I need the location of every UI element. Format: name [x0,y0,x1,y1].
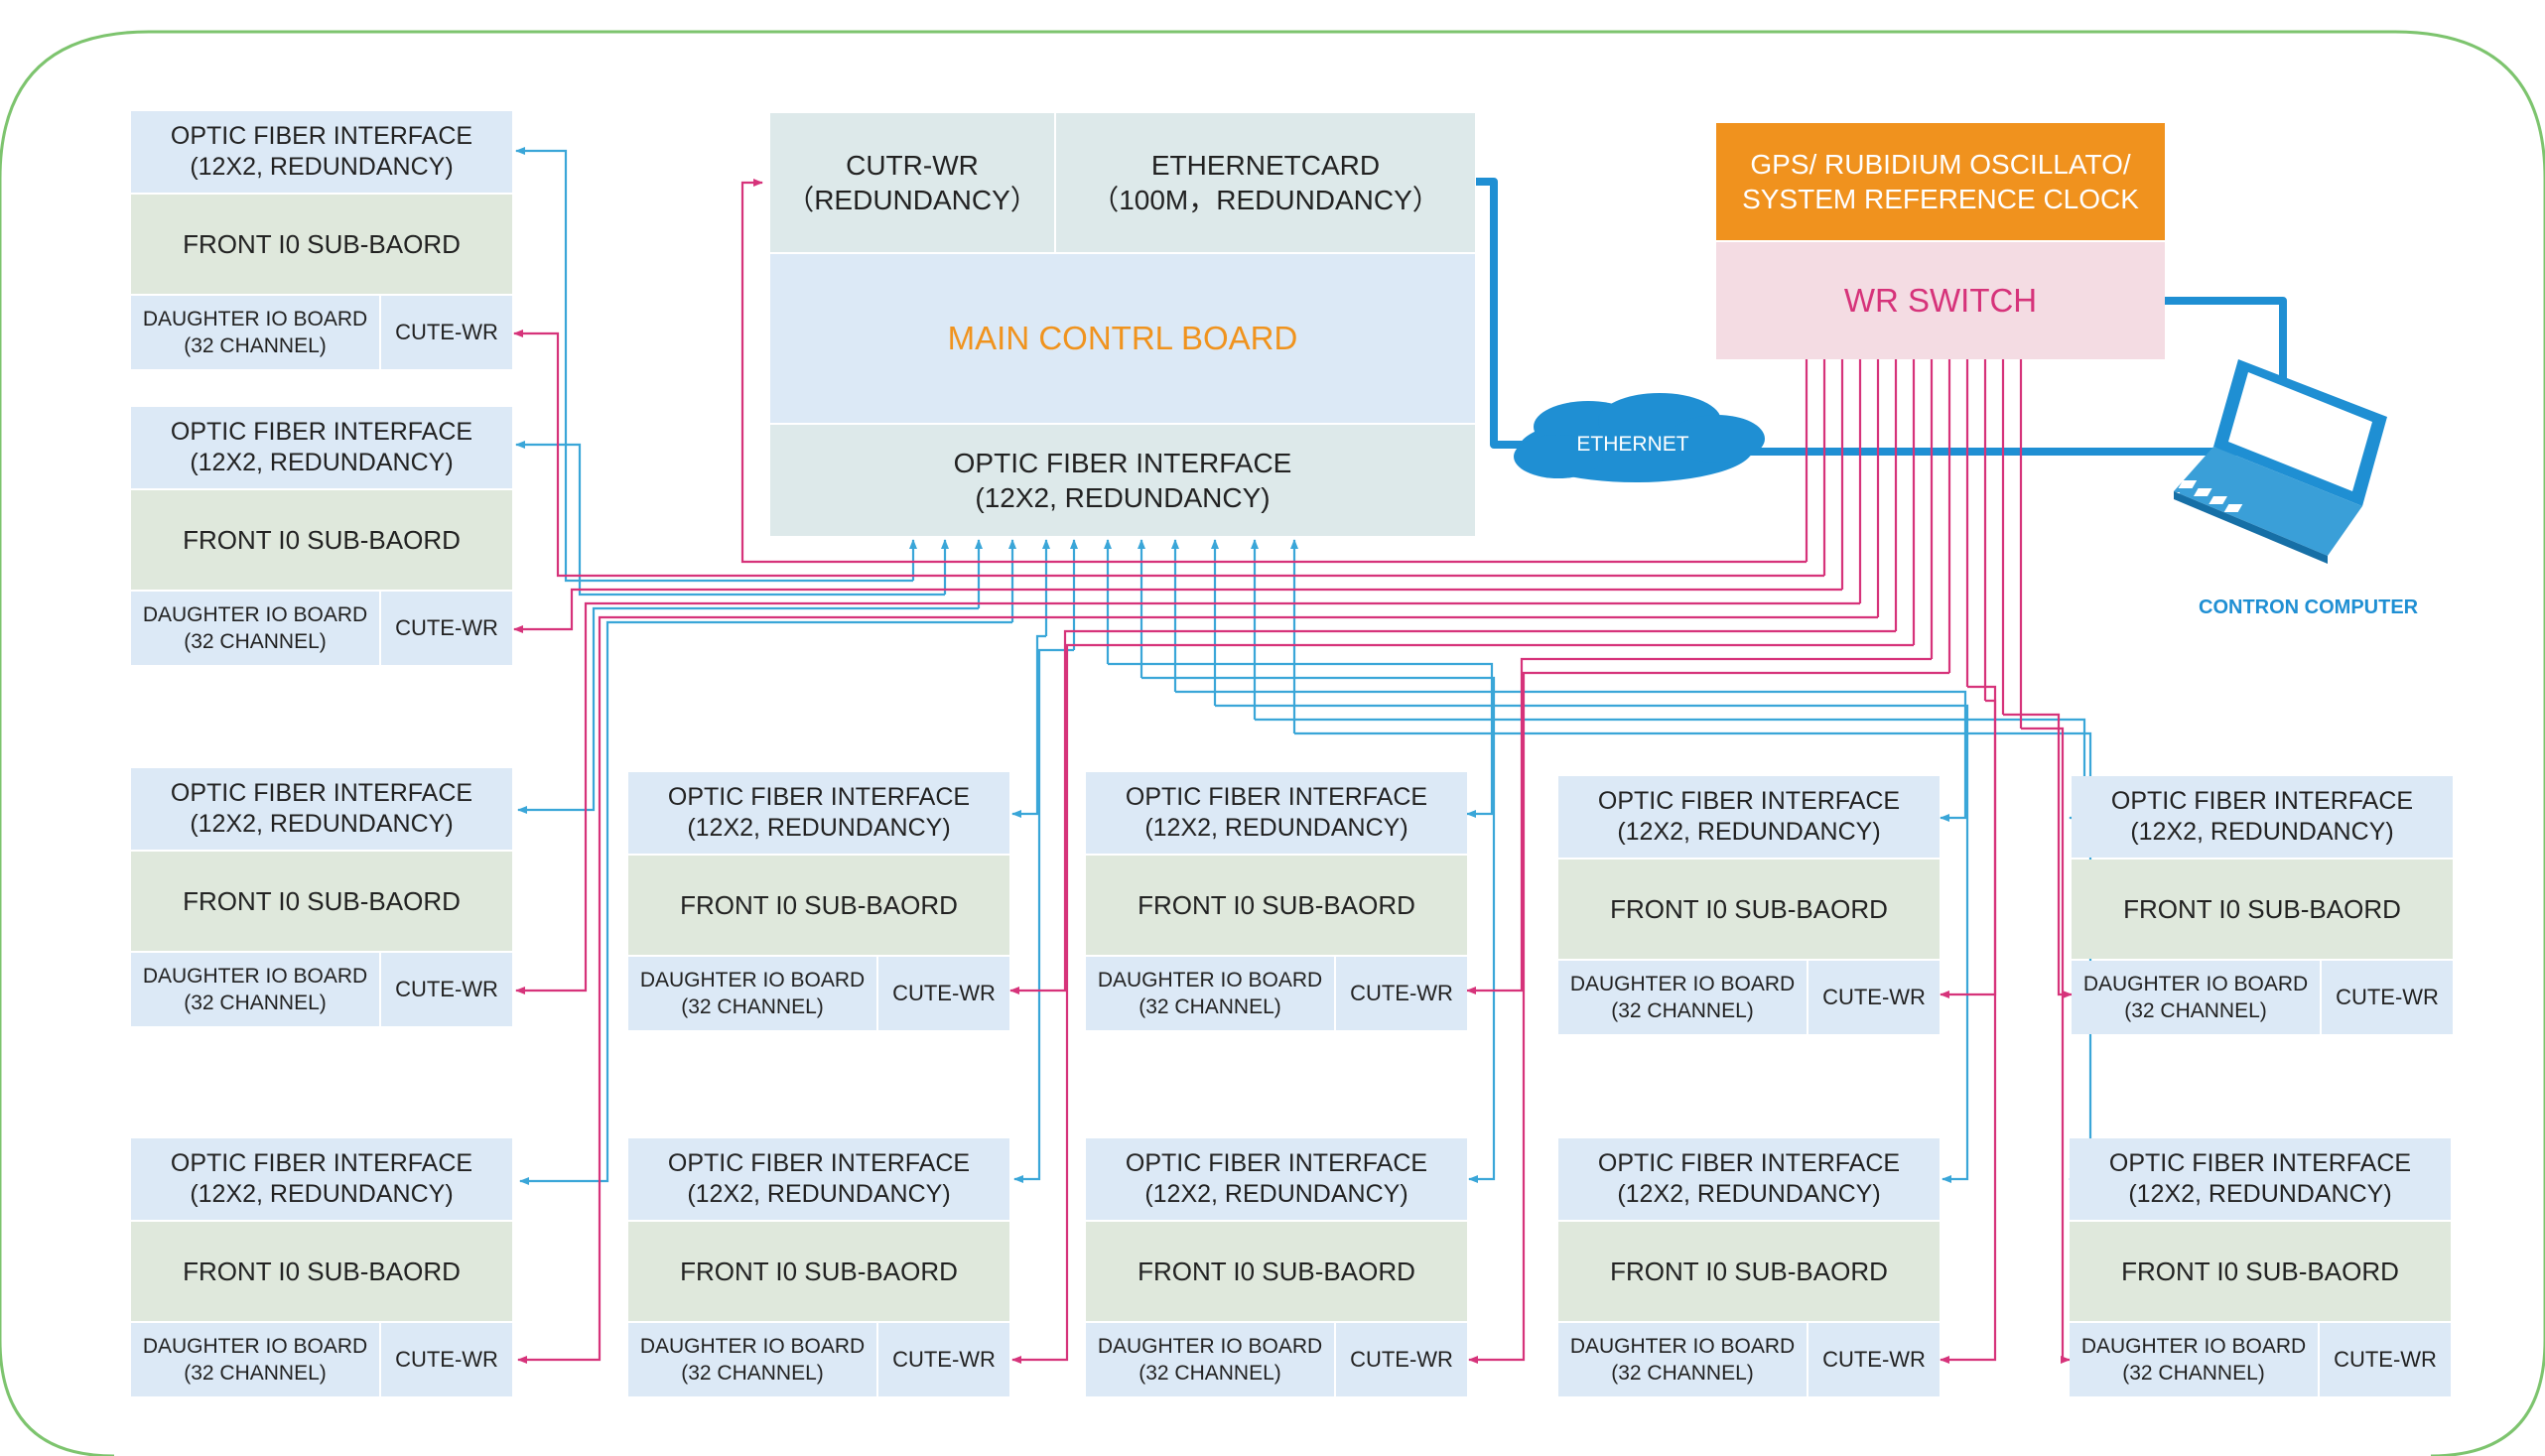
sub-optic-fiber-interface: OPTIC FIBER INTERFACE (12X2, REDUNDANCY) [628,1138,1009,1220]
cute-wr-cell: CUTE-WR [878,1323,1009,1396]
cute-wr-cell: CUTE-WR [1336,1323,1467,1396]
io-sub-board: OPTIC FIBER INTERFACE (12X2, REDUNDANCY)… [628,772,1009,1030]
daughter-io-board: DAUGHTER IO BOARD (32 CHANNEL) [1086,1323,1334,1396]
fiber-link [1141,676,1496,1183]
cute-wr-cell: CUTE-WR [1808,1323,1940,1396]
io-sub-board: OPTIC FIBER INTERFACE (12X2, REDUNDANCY)… [1558,1138,1940,1396]
fiber-link [1013,648,1074,1183]
sub-optic-fiber-interface: OPTIC FIBER INTERFACE (12X2, REDUNDANCY) [628,772,1009,854]
daughter-io-board: DAUGHTER IO BOARD (32 CHANNEL) [131,592,379,665]
sub-optic-fiber-interface: OPTIC FIBER INTERFACE (12X2, REDUNDANCY) [2070,1138,2451,1220]
sub-optic-fiber-interface: OPTIC FIBER INTERFACE (12X2, REDUNDANCY) [131,407,512,488]
cute-wr-cell: CUTE-WR [381,1323,512,1396]
timing-link [740,179,1807,564]
cute-wr-cell: CUTE-WR [878,957,1009,1030]
front-io-sub-board: FRONT I0 SUB-BAORD [2072,860,2453,959]
fiber-link [519,620,1012,1185]
timing-link [513,588,1842,633]
sub-optic-fiber-interface: OPTIC FIBER INTERFACE (12X2, REDUNDANCY) [1086,1138,1467,1220]
io-sub-board: OPTIC FIBER INTERFACE (12X2, REDUNDANCY)… [131,768,512,1026]
cutr-wr-cell: CUTR-WR （REDUNDANCY） [770,113,1054,252]
daughter-io-board: DAUGHTER IO BOARD (32 CHANNEL) [2072,961,2320,1034]
io-sub-board: OPTIC FIBER INTERFACE (12X2, REDUNDANCY)… [2070,1138,2451,1396]
ethernet-label: ETHERNET [1576,433,1689,456]
io-sub-board: OPTIC FIBER INTERFACE (12X2, REDUNDANCY)… [1086,772,1467,1030]
sub-optic-fiber-interface: OPTIC FIBER INTERFACE (12X2, REDUNDANCY) [2072,776,2453,858]
sub-optic-fiber-interface: OPTIC FIBER INTERFACE (12X2, REDUNDANCY) [131,111,512,193]
cute-wr-cell: CUTE-WR [1808,961,1940,1034]
daughter-io-board: DAUGHTER IO BOARD (32 CHANNEL) [131,296,379,369]
daughter-io-board: DAUGHTER IO BOARD (32 CHANNEL) [1086,957,1334,1030]
timing-link [515,601,1860,994]
laptop-icon [2130,359,2387,564]
io-sub-board: OPTIC FIBER INTERFACE (12X2, REDUNDANCY)… [131,407,512,665]
cute-wr-cell: CUTE-WR [1336,957,1467,1030]
timing-link [513,330,1824,578]
fiber-link [1215,704,1969,1183]
front-io-sub-board: FRONT I0 SUB-BAORD [131,852,512,951]
timing-link [2021,727,2071,1364]
io-sub-board: OPTIC FIBER INTERFACE (12X2, REDUNDANCY)… [131,111,512,369]
wr-switch-block: WR SWITCH [1716,242,2165,359]
front-io-sub-board: FRONT I0 SUB-BAORD [1558,860,1940,959]
timing-link [1466,657,1932,994]
daughter-io-board: DAUGHTER IO BOARD (32 CHANNEL) [1558,961,1807,1034]
io-sub-board: OPTIC FIBER INTERFACE (12X2, REDUNDANCY)… [628,1138,1009,1396]
timing-link [1009,629,1896,994]
sub-optic-fiber-interface: OPTIC FIBER INTERFACE (12X2, REDUNDANCY) [1558,776,1940,858]
main-control-board: CUTR-WR （REDUNDANCY） ETHERNETCARD （100M，… [770,113,1475,536]
main-control-title: MAIN CONTRL BOARD [770,254,1475,423]
io-sub-board: OPTIC FIBER INTERFACE (12X2, REDUNDANCY)… [131,1138,512,1396]
ethernet-links [1476,178,2287,456]
gps-clock-block: GPS/ RUBIDIUM OSCILLATO/ SYSTEM REFERENC… [1716,123,2165,240]
io-sub-board: OPTIC FIBER INTERFACE (12X2, REDUNDANCY)… [2072,776,2453,1034]
timing-link [517,615,1878,1364]
front-io-sub-board: FRONT I0 SUB-BAORD [131,195,512,294]
outer-frame [0,30,2545,1456]
front-io-sub-board: FRONT I0 SUB-BAORD [1086,1222,1467,1321]
front-io-sub-board: FRONT I0 SUB-BAORD [1558,1222,1940,1321]
front-io-sub-board: FRONT I0 SUB-BAORD [131,490,512,590]
daughter-io-board: DAUGHTER IO BOARD (32 CHANNEL) [2070,1323,2318,1396]
front-io-sub-board: FRONT I0 SUB-BAORD [1086,856,1467,955]
cute-wr-cell: CUTE-WR [381,953,512,1026]
fiber-link [1175,690,1967,822]
sub-optic-fiber-interface: OPTIC FIBER INTERFACE (12X2, REDUNDANCY) [1086,772,1467,854]
timing-link [1940,699,1997,1364]
daughter-io-board: DAUGHTER IO BOARD (32 CHANNEL) [628,1323,876,1396]
daughter-io-board: DAUGHTER IO BOARD (32 CHANNEL) [1558,1323,1807,1396]
main-optic-fiber-interface: OPTIC FIBER INTERFACE (12X2, REDUNDANCY) [770,425,1475,536]
ethernet-card-cell: ETHERNETCARD （100M，REDUNDANCY） [1056,113,1475,252]
io-sub-board: OPTIC FIBER INTERFACE (12X2, REDUNDANCY)… [1558,776,1940,1034]
cute-wr-cell: CUTE-WR [381,592,512,665]
timing-link [1011,643,1914,1364]
front-io-sub-board: FRONT I0 SUB-BAORD [628,1222,1009,1321]
fiber-link [515,441,945,596]
fiber-link [1011,634,1046,818]
fiber-link [515,147,913,583]
timing-link [1468,671,1949,1364]
fiber-link [1108,662,1494,818]
sub-optic-fiber-interface: OPTIC FIBER INTERFACE (12X2, REDUNDANCY) [131,768,512,850]
daughter-io-board: DAUGHTER IO BOARD (32 CHANNEL) [131,1323,379,1396]
ethernet-cloud [1514,393,1765,482]
front-io-sub-board: FRONT I0 SUB-BAORD [131,1222,512,1321]
cute-wr-cell: CUTE-WR [2322,961,2453,1034]
fiber-link [517,606,979,814]
front-io-sub-board: FRONT I0 SUB-BAORD [628,856,1009,955]
cute-wr-cell: CUTE-WR [381,296,512,369]
control-computer-label: CONTRON COMPUTER [2199,596,2419,618]
daughter-io-board: DAUGHTER IO BOARD (32 CHANNEL) [628,957,876,1030]
cute-wr-cell: CUTE-WR [2320,1323,2451,1396]
sub-optic-fiber-interface: OPTIC FIBER INTERFACE (12X2, REDUNDANCY) [131,1138,512,1220]
sub-optic-fiber-interface: OPTIC FIBER INTERFACE (12X2, REDUNDANCY) [1558,1138,1940,1220]
daughter-io-board: DAUGHTER IO BOARD (32 CHANNEL) [131,953,379,1026]
timing-link [2003,713,2073,998]
front-io-sub-board: FRONT I0 SUB-BAORD [2070,1222,2451,1321]
io-sub-board: OPTIC FIBER INTERFACE (12X2, REDUNDANCY)… [1086,1138,1467,1396]
